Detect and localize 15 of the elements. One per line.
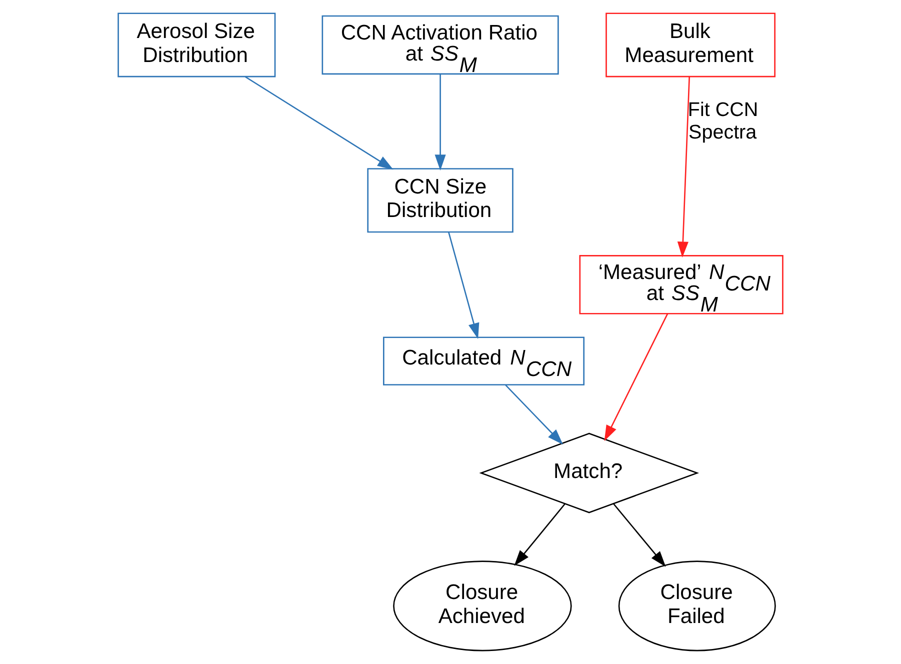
arrow	[448, 232, 480, 339]
edge-label: Fit CCN Spectra	[688, 99, 758, 144]
node-ellipse: Closure Failed	[618, 560, 776, 652]
node-box: Bulk Measurement	[606, 12, 776, 78]
node-box: CCN Size Distribution	[367, 168, 514, 233]
node-diamond: Match?	[479, 432, 700, 514]
node-box: Aerosol Size Distribution	[118, 12, 276, 78]
arrow	[505, 384, 564, 445]
arrow	[514, 503, 566, 566]
arrow	[434, 74, 446, 170]
arrow	[245, 76, 394, 170]
arrow	[677, 76, 690, 258]
arrow	[604, 314, 668, 442]
node-ellipse: Closure Achieved	[393, 560, 572, 652]
arrow	[613, 503, 666, 567]
